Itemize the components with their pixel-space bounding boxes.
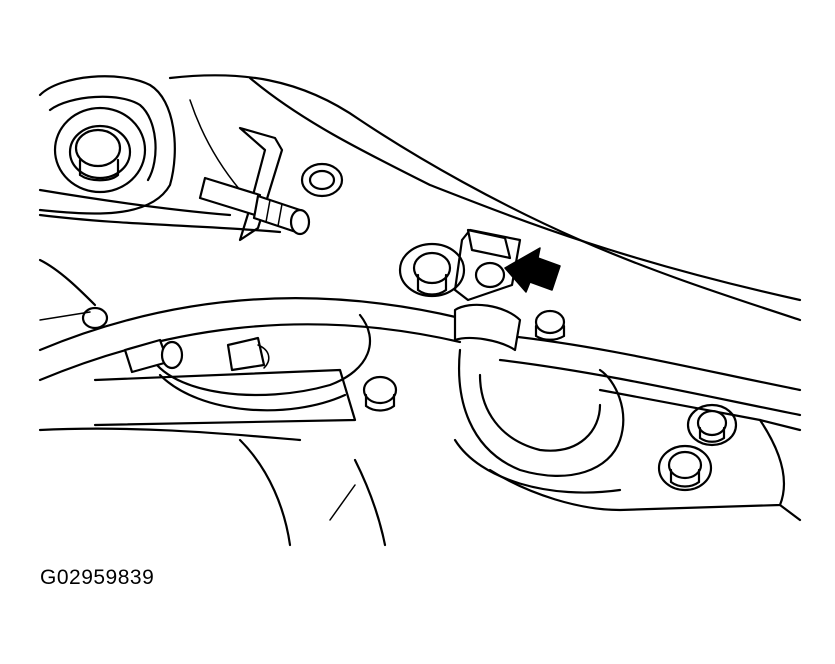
hose-bracket	[453, 228, 522, 352]
figure-code: G02959839	[40, 566, 155, 589]
lower-right-bracket	[488, 388, 802, 522]
arrow-icon	[504, 247, 561, 293]
hose-clip-center	[226, 336, 270, 372]
center-bolt	[398, 242, 466, 298]
upper-mount	[38, 75, 176, 215]
line-bracket	[238, 126, 284, 242]
grommet	[300, 162, 344, 198]
hose-upper	[38, 297, 462, 382]
hose-right	[498, 333, 802, 417]
bracket-bolt-lower	[657, 444, 713, 492]
clamp-bolt	[534, 309, 566, 341]
hose-clip-left	[123, 338, 184, 374]
upper-mount-bolt	[68, 124, 132, 182]
suspension-line-drawing	[38, 74, 802, 547]
brake-line-fitting	[198, 176, 311, 236]
bushing-housing	[453, 348, 625, 494]
bracket-bolt-upper	[686, 403, 738, 447]
left-edge-fitting	[38, 258, 109, 330]
lower-center-bolt	[362, 375, 398, 412]
hose-loop	[148, 313, 372, 412]
body-panel	[38, 74, 802, 322]
lower-left-panel	[38, 368, 387, 547]
